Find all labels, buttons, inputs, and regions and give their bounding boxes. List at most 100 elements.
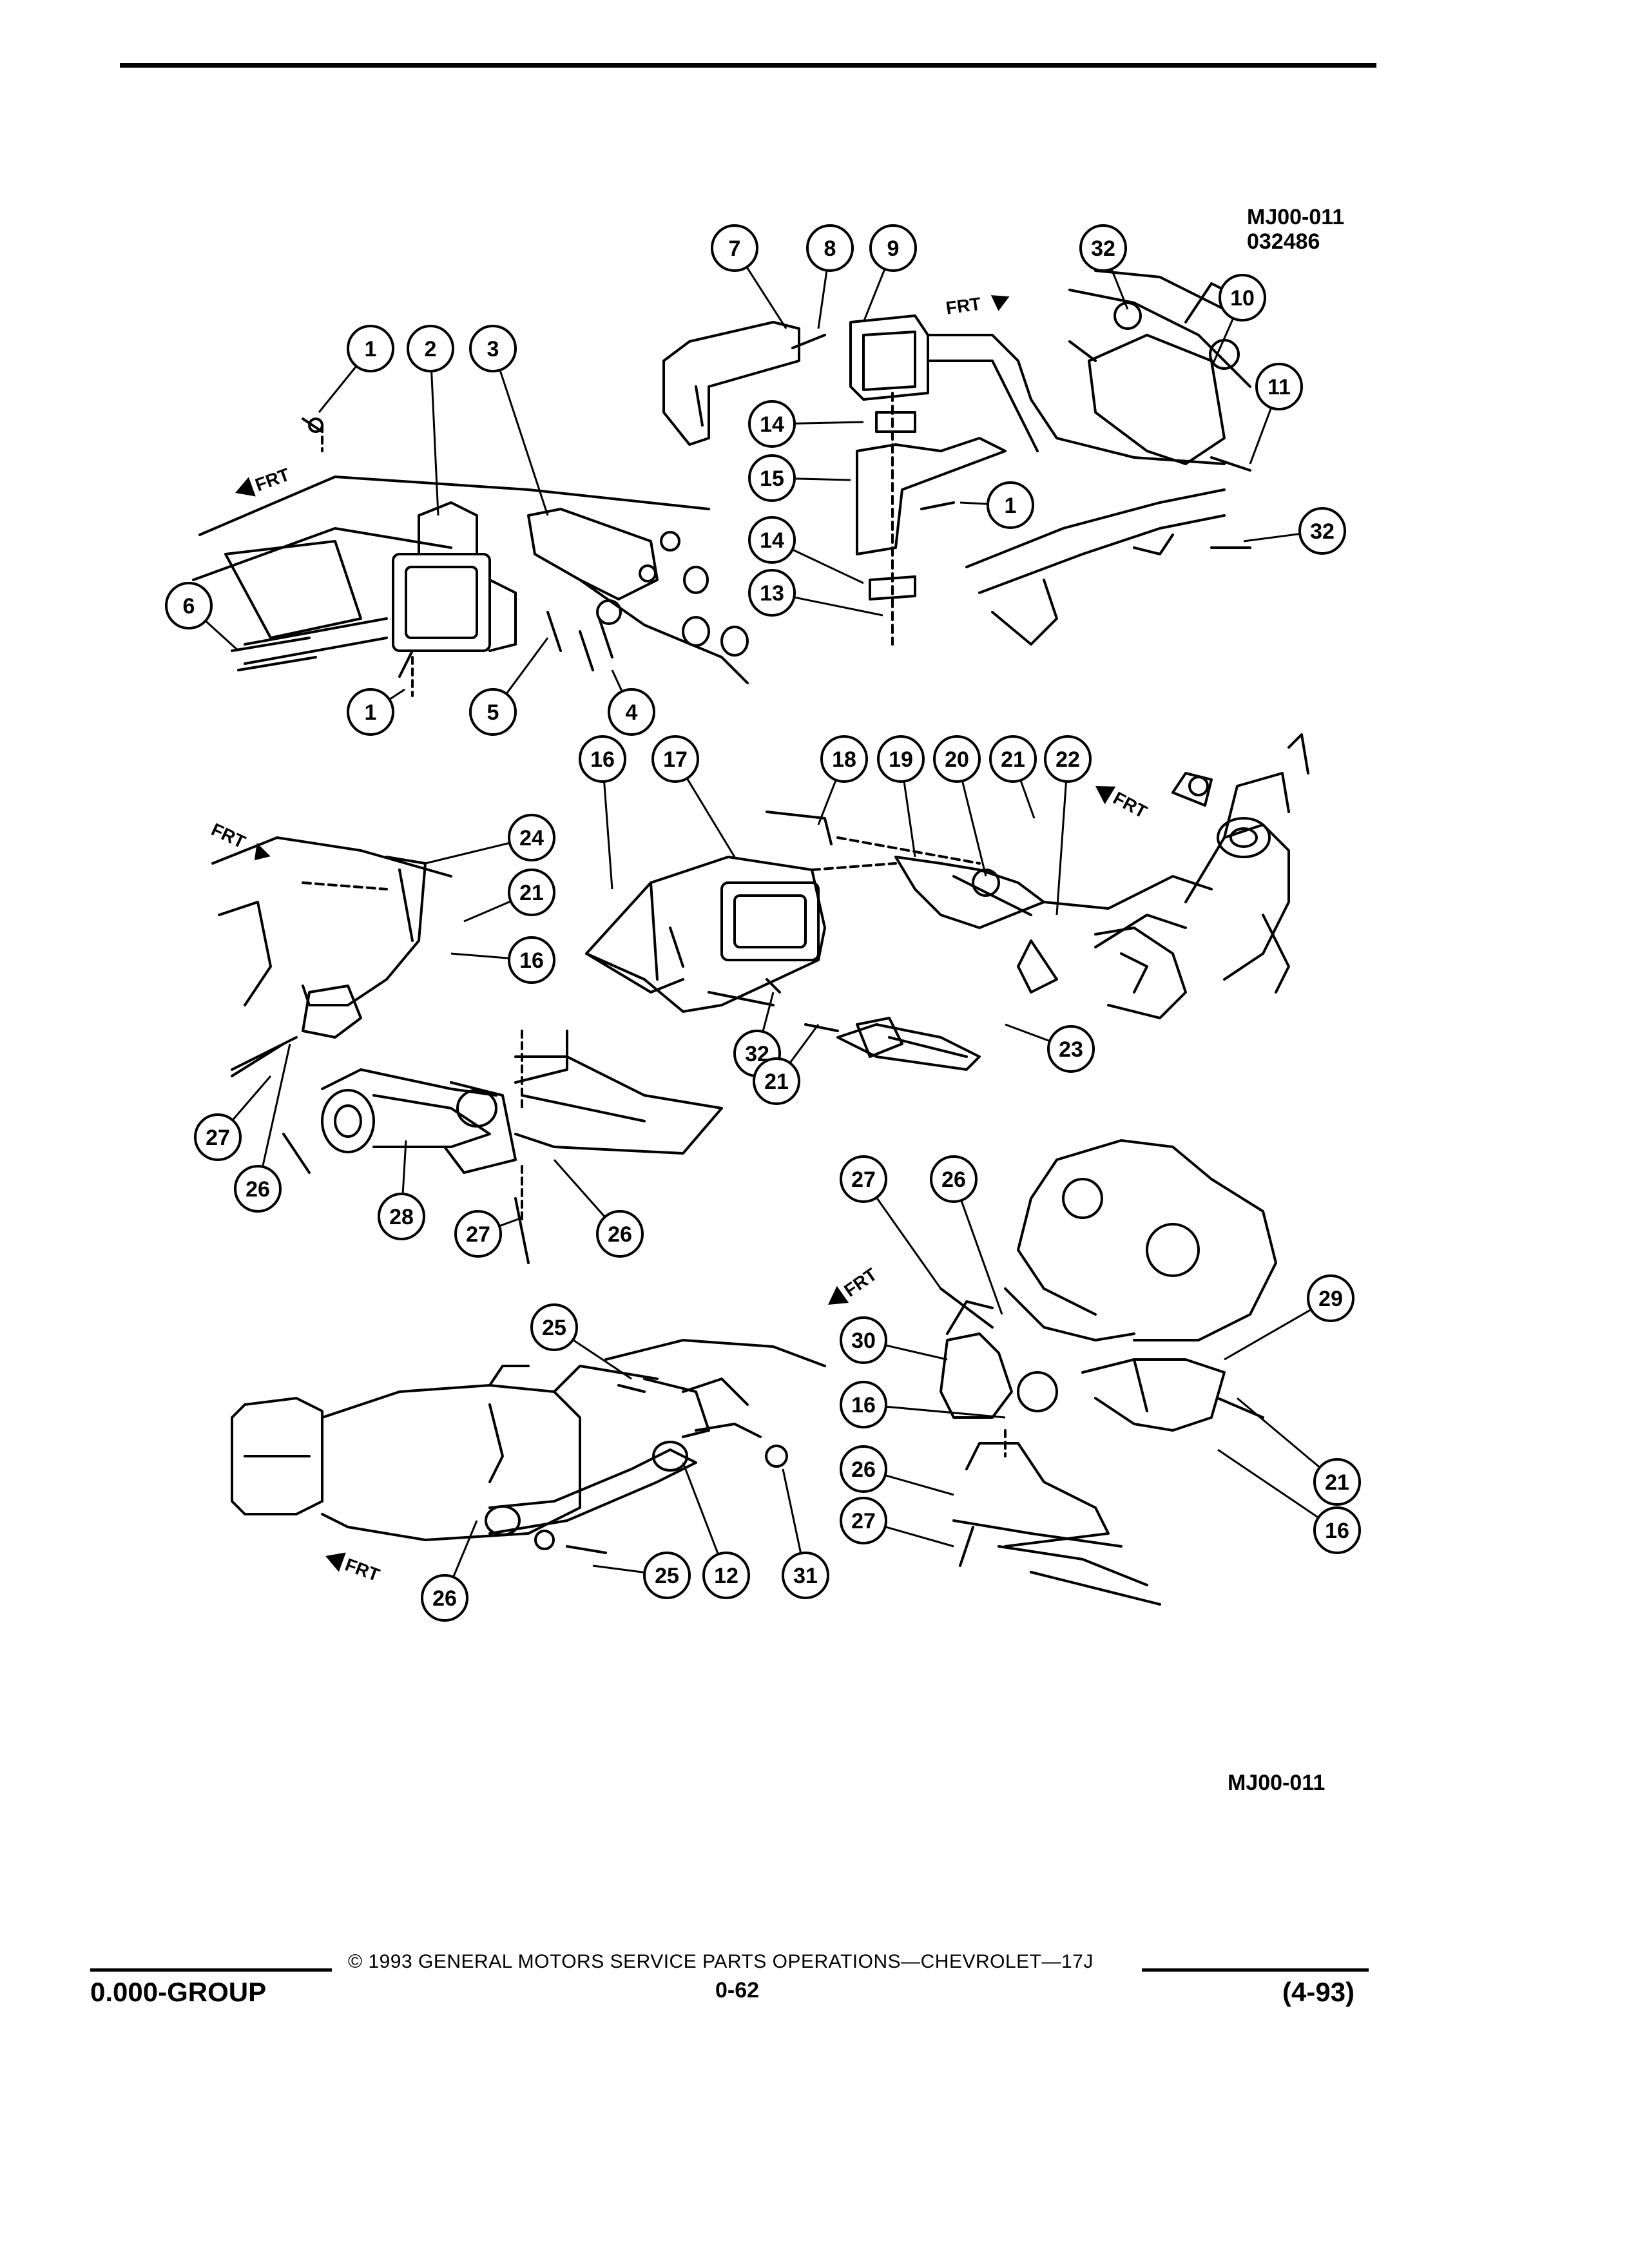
middle-right-engine-sketch (1017, 733, 1309, 1019)
callout-30: 30 (840, 1316, 948, 1364)
callout-leader-line (794, 596, 883, 617)
callout-29: 29 (1224, 1274, 1354, 1361)
callout-leader-line (499, 370, 549, 516)
callout-7: 7 (711, 224, 787, 329)
callout-leader-line (611, 669, 623, 691)
illustration-code: MJ00-011 (1247, 205, 1345, 229)
svg-text:FRT: FRT (342, 1555, 382, 1586)
callout-leader-line (960, 1200, 1003, 1315)
callout-4: 4 (608, 669, 655, 736)
frt-marker-upper-left: FRT (235, 465, 293, 497)
callout-number: 9 (887, 236, 900, 261)
callout-27: 27 (454, 1210, 523, 1258)
callout-17: 17 (651, 735, 736, 858)
callout-number: 3 (487, 337, 499, 361)
callout-circle (1047, 1025, 1095, 1073)
callout-circle (508, 936, 555, 984)
callout-circle (840, 1316, 887, 1364)
callout-circle (753, 1057, 800, 1105)
callout-leader-line (603, 782, 613, 890)
callout-number: 32 (1310, 519, 1335, 544)
callout-number: 32 (1091, 236, 1115, 261)
callout-circle (1298, 507, 1346, 555)
illustration-date: 032486 (1247, 229, 1320, 254)
callout-6: 6 (165, 582, 240, 652)
callout-number: 30 (851, 1329, 876, 1353)
callout-26: 26 (930, 1155, 1003, 1315)
callout-number: 28 (389, 1205, 414, 1229)
callout-leader-line (553, 1159, 606, 1218)
callout-number: 16 (590, 747, 615, 772)
svg-text:FRT: FRT (945, 294, 982, 318)
illustration-id-block: MJ00-011 032486 (1247, 205, 1344, 254)
callout-leader-line (401, 1140, 407, 1194)
callout-circle (840, 1381, 887, 1428)
callout-circle (508, 814, 555, 861)
callout-23: 23 (1005, 1023, 1095, 1073)
callout-number: 1 (1005, 494, 1017, 518)
callout-22: 22 (1044, 735, 1092, 916)
callout-number: 29 (1318, 1287, 1343, 1311)
callout-number: 8 (824, 236, 836, 261)
callout-circle (378, 1193, 425, 1240)
callout-1: 1 (318, 325, 394, 413)
callout-circle (820, 735, 868, 783)
callout-number: 16 (851, 1393, 876, 1418)
callout-number: 13 (760, 581, 784, 606)
callout-circle (930, 1155, 978, 1203)
callout-1: 1 (347, 688, 405, 736)
callout-circle (840, 1445, 887, 1493)
callout-26: 26 (421, 1520, 478, 1622)
callout-leader-line (262, 1043, 291, 1167)
lower-left-mount-assembly (231, 1339, 826, 1550)
footer-copyright: © 1993 GENERAL MOTORS SERVICE PARTS OPER… (348, 1951, 1094, 1972)
callout-leader-line (573, 1339, 632, 1380)
callout-circle (1219, 274, 1266, 322)
callout-19: 19 (877, 735, 925, 858)
frt-marker-upper-right: FRT (945, 294, 1010, 318)
svg-text:FRT: FRT (208, 819, 248, 852)
callout-circle (347, 325, 394, 372)
callout-16: 16 (1217, 1448, 1361, 1554)
callout-3: 3 (469, 325, 549, 516)
callout-leader-line (862, 269, 886, 323)
callout-number: 10 (1230, 286, 1255, 311)
callout-circle (1079, 224, 1127, 272)
lower-right-mount-assembly (940, 1139, 1277, 1606)
callout-leader-line (1055, 782, 1067, 916)
callout-leader-line (789, 1024, 820, 1063)
callout-circle (877, 735, 925, 783)
callout-number: 15 (760, 466, 784, 491)
callout-8: 8 (806, 224, 854, 329)
callout-2: 2 (407, 325, 454, 516)
callout-31: 31 (782, 1468, 829, 1599)
callout-number: 23 (1059, 1037, 1083, 1062)
callout-circle (579, 735, 626, 783)
callout-leader-line (686, 778, 736, 858)
callout-leader-line (959, 501, 988, 505)
callout-9: 9 (862, 224, 917, 323)
callout-circle (454, 1210, 502, 1258)
callout-leader-line (232, 1075, 272, 1120)
callout-leader-line (506, 637, 549, 694)
callout-number: 1 (365, 700, 377, 725)
callout-circle (608, 688, 655, 736)
callout-number: 26 (246, 1177, 270, 1202)
callout-leader-line (885, 1474, 954, 1496)
callout-26: 26 (553, 1159, 644, 1258)
fasteners (231, 334, 1264, 1567)
callout-circle (530, 1303, 578, 1351)
callout-leader-line (885, 1526, 954, 1548)
callout-number: 25 (655, 1564, 679, 1588)
callout-32: 32 (1079, 224, 1129, 310)
callout-15: 15 (748, 454, 851, 502)
callout-number: 12 (714, 1564, 738, 1588)
callout-25: 25 (530, 1303, 632, 1380)
callout-number: 27 (206, 1126, 230, 1150)
callout-number: 6 (183, 594, 195, 619)
callout-leader-line (592, 1564, 644, 1573)
illustration-code-bottom: MJ00-011 (1228, 1771, 1325, 1795)
callout-leader-line (795, 477, 851, 481)
callout-21: 21 (753, 1024, 820, 1105)
callout-11: 11 (1249, 363, 1303, 465)
